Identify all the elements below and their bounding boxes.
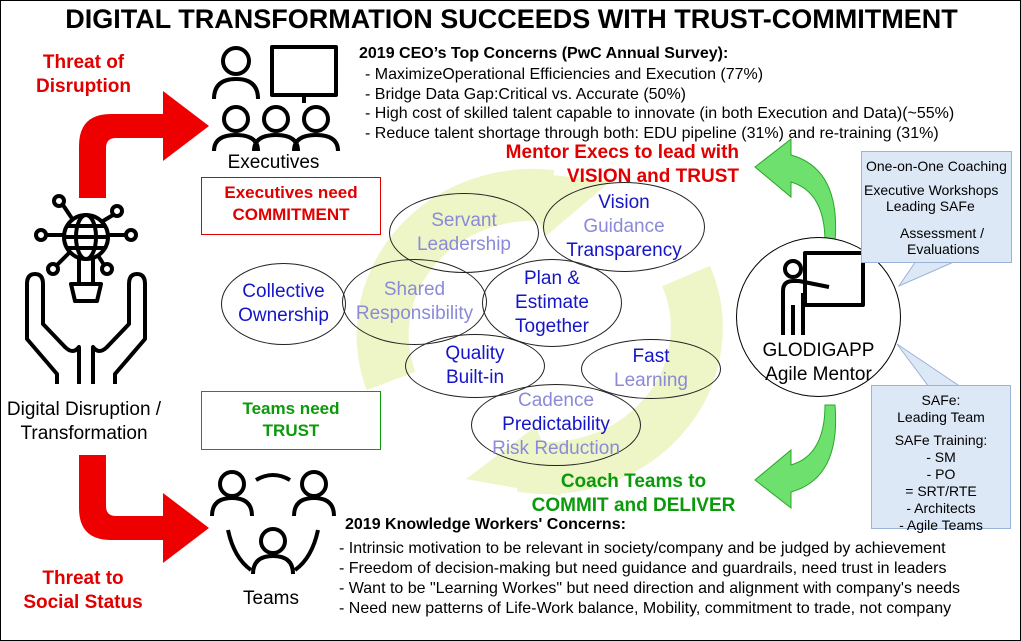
- teams-icon: [210, 470, 336, 575]
- ellipse-text: Responsibility: [355, 303, 474, 324]
- arrow-mentor-down-icon: [754, 404, 837, 510]
- ellipse-text: Servant: [431, 210, 497, 231]
- agile-mentor-label: GLODIGAPP Agile Mentor: [746, 339, 891, 387]
- executives-need-line2: COMMITMENT: [232, 205, 350, 224]
- ellipse-text: Built-in: [445, 367, 505, 388]
- coaching-bubble: One-on-One Coaching Executive Workshops …: [861, 151, 1012, 263]
- mentor-line2: Agile Mentor: [765, 364, 872, 385]
- worker-concern-item: - Freedom of decision-making but need gu…: [339, 560, 947, 577]
- arrow-mentor-up-icon: [754, 137, 837, 243]
- ellipse-text: Learning: [614, 370, 688, 391]
- digital-hands-globe-icon: [25, 194, 147, 384]
- arrow-disruption-icon: [79, 91, 209, 198]
- ellipse-text: Shared: [383, 279, 446, 300]
- safe-item: SAFe:: [921, 392, 961, 408]
- ellipse-text: Risk Reduction: [492, 438, 620, 459]
- safe-item: - SM: [926, 449, 956, 465]
- executives-icon: [212, 45, 340, 152]
- worker-concerns-list: - Intrinsic motivation to be relevant in…: [339, 539, 960, 619]
- digital-label-line2: Transformation: [20, 423, 148, 444]
- ellipse-text: Transparency: [566, 240, 682, 261]
- agile-mentor-circle: [736, 237, 901, 397]
- ellipse-text: Leadership: [416, 234, 512, 255]
- safe-item: - PO: [926, 466, 956, 482]
- ceo-concern-item: - High cost of skilled talent capable to…: [365, 105, 955, 122]
- ceo-concern-item: - Reduce talent shortage through both: E…: [365, 124, 939, 142]
- coach-teams-line2: COMMIT and DELIVER: [531, 495, 736, 516]
- worker-concern-item: - Intrinsic motivation to be relevant in…: [339, 540, 946, 557]
- worker-concerns-heading: 2019 Knowledge Workers' Concerns:: [345, 516, 626, 533]
- safe-item: SAFe Training:: [894, 432, 988, 448]
- ellipse-text: Quality: [445, 343, 505, 364]
- safe-item: = SRT/RTE: [905, 483, 977, 499]
- ceo-concerns-heading: 2019 CEO’s Top Concerns (PwC Annual Surv…: [359, 45, 729, 62]
- coaching-item: Leading SAFe: [886, 198, 975, 214]
- ellipse-text: Plan &: [524, 268, 580, 289]
- worker-concern-item: - Need new patterns of Life-Work balance…: [339, 600, 952, 617]
- teacher-board-icon: [781, 251, 865, 335]
- page-title: DIGITAL TRANSFORMATION SUCCEEDS WITH TRU…: [65, 4, 958, 34]
- teams-need-line2: TRUST: [262, 421, 320, 440]
- threat-disruption-line1: Threat of: [42, 52, 125, 73]
- coaching-item: Executive Workshops: [864, 182, 999, 198]
- coaching-item: Assessment /: [900, 225, 985, 241]
- mentor-line1: GLODIGAPP: [762, 340, 875, 361]
- mentor-execs-line2: VISION and TRUST: [566, 166, 739, 187]
- safe-item: - Architects: [906, 500, 976, 516]
- ellipse-text: Collective: [242, 281, 325, 302]
- threat-disruption-line2: Disruption: [36, 76, 131, 97]
- arrow-social-icon: [79, 455, 209, 563]
- ceo-concern-item: - MaximizeOperational Efficiencies and E…: [365, 66, 764, 83]
- mentor-execs-label: Mentor Execs to lead with VISION and TRU…: [481, 141, 739, 189]
- executives-label: Executives: [227, 152, 320, 173]
- digital-label-line1: Digital Disruption /: [6, 399, 162, 420]
- ceo-concern-item: - Bridge Data Gap:Critical vs. Accurate …: [365, 85, 687, 103]
- safe-training-bubble: SAFe: Leading Team SAFe Training: - SM -…: [871, 385, 1011, 533]
- threat-disruption-label: Threat of Disruption: [21, 51, 146, 99]
- digital-transformation-label: Digital Disruption / Transformation: [1, 398, 167, 446]
- ellipse-text: Together: [515, 316, 589, 337]
- ellipse-text: Ownership: [238, 305, 329, 326]
- ellipse-text: Guidance: [583, 216, 665, 237]
- ellipse-text: Fast: [632, 346, 670, 367]
- safe-item: Leading Team: [897, 409, 985, 425]
- executives-need-box: Executives need COMMITMENT: [201, 177, 381, 235]
- executives-need-line1: Executives need: [224, 183, 358, 202]
- ceo-concerns-list: - MaximizeOperational Efficiencies and E…: [365, 65, 954, 143]
- safe-item: - Agile Teams: [899, 517, 983, 533]
- coach-teams-label: Coach Teams to COMMIT and DELIVER: [521, 470, 746, 518]
- ellipse-text: Vision: [598, 192, 650, 213]
- teams-need-line1: Teams need: [242, 399, 340, 418]
- coaching-item: One-on-One Coaching: [866, 158, 1007, 174]
- threat-social-line1: Threat to: [42, 568, 124, 589]
- ellipse-text: Predictability: [502, 414, 610, 435]
- bubble-bottom-tail: [896, 343, 963, 388]
- threat-social-label: Threat to Social Status: [13, 567, 153, 615]
- teams-need-box: Teams need TRUST: [201, 391, 381, 450]
- cycle-arc-right: [516, 265, 723, 495]
- worker-concern-item: - Want to be "Learning Workes" but need …: [339, 580, 960, 597]
- teams-label: Teams: [243, 588, 299, 609]
- coach-teams-line1: Coach Teams to: [560, 471, 707, 492]
- ellipse-text: Estimate: [515, 292, 589, 313]
- mentor-execs-line1: Mentor Execs to lead with: [505, 142, 739, 163]
- coaching-item: Evaluations: [907, 241, 980, 257]
- threat-social-line2: Social Status: [23, 592, 143, 613]
- ellipse-text: Cadence: [517, 390, 595, 411]
